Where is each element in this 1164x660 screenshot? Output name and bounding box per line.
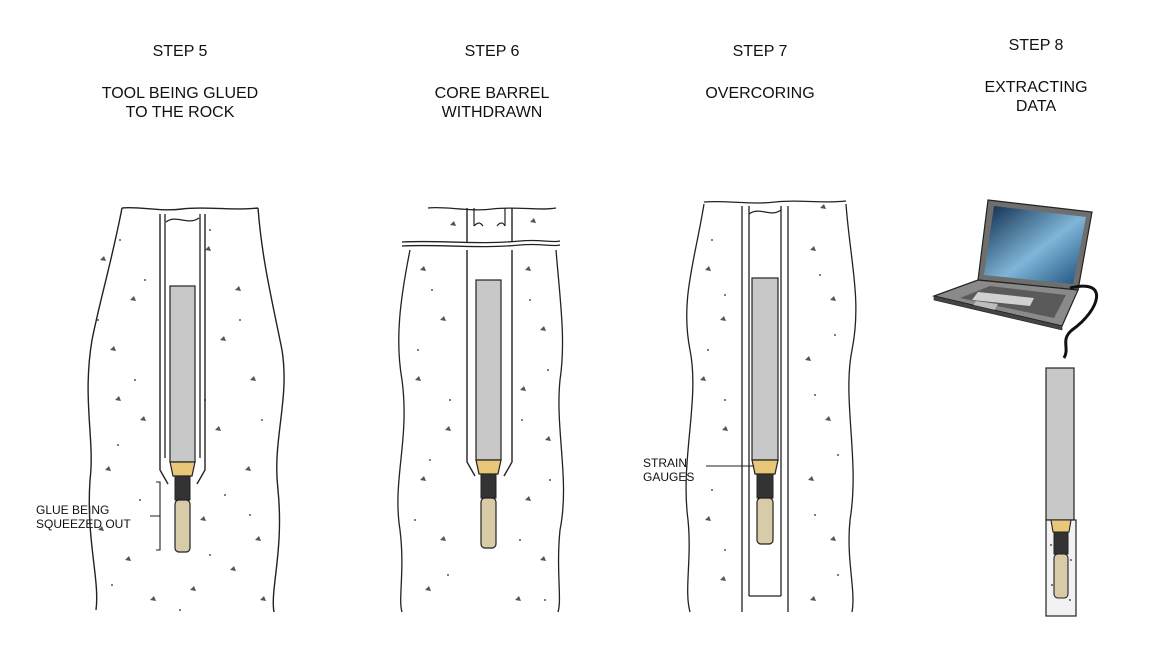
step-7-overcore-barrel — [741, 206, 789, 612]
step-8-gauge-band — [1050, 519, 1072, 533]
step-5-borehole — [159, 214, 206, 485]
step-7-tool-tip — [756, 497, 774, 545]
gauges-label-line-1: STRAIN — [643, 456, 688, 470]
step-7-tool-spring — [756, 473, 774, 499]
glue-label-line-1: GLUE BEING — [36, 503, 110, 517]
step-6-tool-body — [475, 279, 502, 461]
step-5-caption-line-2: TO THE ROCK — [125, 104, 235, 121]
step-7-header: STEP 7 OVERCORING — [650, 42, 870, 103]
step-7-rock-outline — [685, 200, 857, 613]
step-5-gauge-band — [169, 461, 196, 477]
step-6-number: STEP 6 — [464, 43, 520, 60]
step-8-number: STEP 8 — [1008, 37, 1064, 54]
step-5-caption-line-1: TOOL BEING GLUED — [101, 85, 259, 102]
step-6-borehole — [466, 208, 513, 477]
step-6-header: STEP 6 CORE BARREL WITHDRAWN — [382, 42, 602, 122]
step-5-tool-tip — [174, 499, 191, 553]
step-8-header: STEP 8 EXTRACTING DATA — [926, 36, 1146, 116]
step-6-rock-dots — [414, 218, 551, 601]
step-8-tool-tip — [1053, 553, 1069, 599]
step-5-glue-bracket — [150, 481, 161, 551]
step-7-gauge-band — [751, 459, 779, 475]
step-6-rock-outline — [397, 206, 565, 613]
step-5-rock-outline — [87, 206, 285, 613]
step-6-gauge-band — [475, 459, 502, 475]
step-5-rock-dots — [97, 229, 266, 611]
gauges-label: STRAIN GAUGES — [643, 456, 694, 484]
step-8-tool-spring — [1053, 531, 1069, 555]
step-8-caption-line-1: EXTRACTING — [984, 79, 1088, 96]
step-5-header: STEP 5 TOOL BEING GLUED TO THE ROCK — [70, 42, 290, 122]
glue-label: GLUE BEING SQUEEZED OUT — [36, 503, 131, 531]
step-6-tool-tip — [480, 497, 497, 549]
step-8-tool-body — [1045, 367, 1075, 521]
step-7-number: STEP 7 — [732, 43, 788, 60]
glue-label-line-2: SQUEEZED OUT — [36, 517, 131, 531]
step-7-tool-body — [751, 277, 779, 461]
data-cable-icon — [1062, 284, 1099, 359]
laptop-icon — [931, 199, 1093, 331]
step-7-caption-line-1: OVERCORING — [705, 85, 815, 102]
step-5-number: STEP 5 — [152, 43, 208, 60]
step-6-core-barrel-stub — [473, 208, 506, 227]
step-8-caption-line-2: DATA — [1015, 98, 1057, 115]
step-7-figure — [685, 200, 857, 613]
step-5-figure — [87, 206, 285, 613]
step-5-tool-body — [169, 285, 196, 463]
step-6-tool-spring — [480, 473, 497, 499]
step-6-caption-line-1: CORE BARREL — [434, 85, 550, 102]
step-8-figure — [931, 199, 1099, 617]
step-7-rock-dots — [700, 204, 839, 601]
step-5-core-barrel — [164, 214, 201, 458]
step-6-figure — [397, 206, 565, 613]
gauges-label-line-2: GAUGES — [643, 470, 695, 484]
step-5-tool-spring — [174, 475, 191, 501]
step-6-caption-line-2: WITHDRAWN — [441, 104, 543, 121]
